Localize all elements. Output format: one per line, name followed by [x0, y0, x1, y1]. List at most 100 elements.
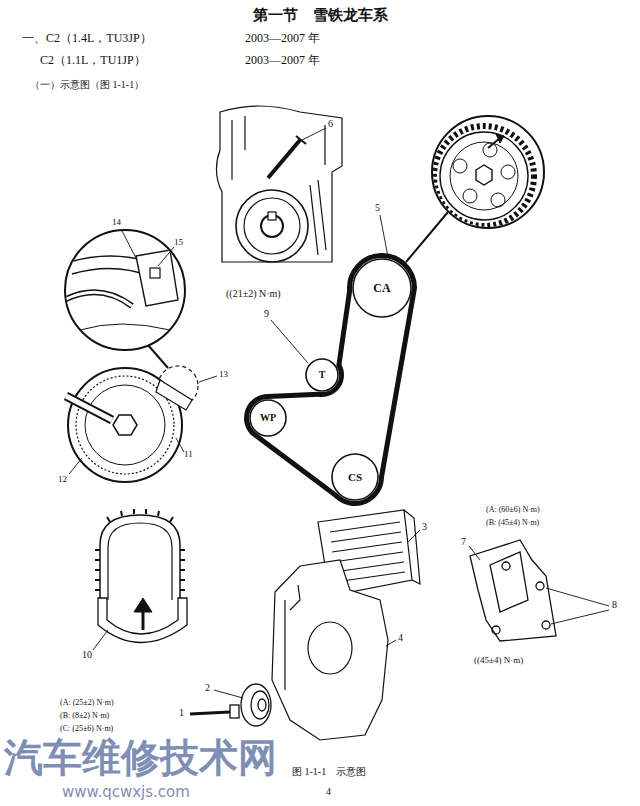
- engine-top-view: [216, 106, 342, 262]
- callout-number: 4: [398, 633, 403, 643]
- tensioner-detail: [148, 345, 168, 368]
- camshaft-pulley-detail: [434, 126, 534, 226]
- pulley-circle: CA: [352, 258, 412, 318]
- camshaft-pulley-detail: [453, 159, 467, 173]
- engine-top-view: [296, 136, 306, 144]
- callout-number: 11: [184, 450, 193, 459]
- lower-cover: [285, 585, 300, 690]
- crankshaft-pulley-view: [66, 368, 192, 482]
- page-number: 4: [326, 787, 331, 797]
- engine-mount-bracket: [536, 582, 544, 590]
- crankshaft-pulley-view: [113, 415, 137, 435]
- watermark-url: www.qcwxjs.com: [62, 785, 190, 800]
- engine-top-view: [236, 190, 308, 262]
- tensioner-detail: [80, 324, 170, 330]
- callout-number: 6: [328, 119, 333, 129]
- leader-line: [199, 376, 217, 382]
- leader-line: [69, 128, 609, 698]
- leader-line: [93, 630, 108, 650]
- camshaft-pulley-detail: [434, 126, 534, 226]
- callout-number: 7: [461, 537, 466, 547]
- engine-mount-bracket: [502, 562, 510, 570]
- leader-line: [386, 640, 396, 646]
- camshaft-pulley-detail: [406, 212, 448, 262]
- engine-top-view: [268, 140, 300, 178]
- leader-line: [408, 530, 420, 542]
- crankshaft-pulley-part: [190, 684, 271, 726]
- callout-number: 13: [219, 370, 228, 379]
- leader-line: [271, 320, 308, 363]
- torque-spec: (C: (25±6) N·m): [60, 725, 113, 733]
- camshaft-pulley-detail: [476, 165, 492, 185]
- camshaft-pulley-detail: [432, 116, 544, 228]
- crankshaft-pulley-view: [66, 396, 112, 420]
- camshaft-pulley-detail: [496, 134, 504, 143]
- timing-belt: [268, 394, 319, 396]
- lower-cover: [308, 622, 352, 674]
- year-range: 2003—2007 年: [245, 32, 320, 44]
- crankshaft-pulley-part: [230, 705, 239, 718]
- leader-line: [214, 690, 243, 698]
- engine-mount-bracket: [492, 626, 500, 634]
- figure-caption: 图 1-1-1 示意图: [292, 767, 366, 777]
- torque-spec: ((21±2) N·m): [226, 289, 281, 299]
- pulley-label: CA: [373, 282, 390, 294]
- crankshaft-pulley-part: [251, 691, 269, 719]
- tensioner-detail: [65, 230, 185, 350]
- pulley-outline: [306, 359, 338, 391]
- belt-direction-detail: [95, 509, 185, 590]
- crankshaft-pulley-part: [258, 699, 266, 711]
- engine-mount-bracket: [470, 540, 556, 641]
- torque-spec: (B: (45±4) N·m): [486, 519, 539, 527]
- callout-number: 12: [58, 475, 67, 484]
- torque-spec: ((45±4) N·m): [474, 656, 523, 665]
- pulley-label: WP: [260, 413, 276, 423]
- leader-line: [176, 438, 184, 452]
- pulley-label: CS: [348, 472, 362, 483]
- crankshaft-pulley-view: [85, 385, 165, 465]
- engine-top-view: [268, 212, 276, 220]
- callout-number: 10: [82, 650, 92, 660]
- tensioner-detail: [64, 292, 132, 306]
- torque-spec: (A: (25±2) N·m): [60, 699, 114, 707]
- year-range: 2003—2007 年: [245, 54, 320, 66]
- leader-line: [121, 229, 136, 258]
- callout-number: 9: [264, 309, 269, 319]
- leader-line: [380, 215, 388, 257]
- timing-belt: [253, 433, 336, 496]
- belt-direction-detail: [100, 515, 180, 600]
- camshaft-pulley-detail: [440, 132, 528, 220]
- tensioner-detail: [136, 250, 178, 306]
- leader-line: [158, 247, 174, 266]
- upper-cover: [404, 510, 420, 584]
- camshaft-pulley-detail: [491, 193, 505, 207]
- engine-mount-bracket: [542, 621, 550, 629]
- belt-direction-detail: [134, 598, 152, 612]
- leader-line: [302, 128, 326, 140]
- section-title: 第一节 雪铁龙车系: [0, 8, 640, 23]
- crankshaft-pulley-part: [190, 712, 230, 714]
- callout-number: 1: [179, 708, 184, 718]
- model-line: 一、C2（1.4L，TU3JP）: [22, 32, 152, 44]
- callout-number: 15: [174, 238, 183, 247]
- lower-cover: [272, 560, 388, 740]
- watermark: 汽车维修技术网: [4, 738, 277, 777]
- pulley-circle: WP: [249, 399, 287, 437]
- camshaft-pulley-detail: [463, 189, 477, 203]
- pulley-circle: CS: [331, 453, 379, 501]
- belt-direction-detail: [142, 610, 145, 630]
- belt-direction-detail: [95, 509, 187, 643]
- callout-number: 8: [612, 600, 617, 610]
- camshaft-pulley-detail: [450, 142, 518, 210]
- engine-mount-bracket: [470, 540, 556, 641]
- callout-number: 2: [205, 683, 210, 693]
- callout-number: 14: [112, 218, 121, 227]
- crankshaft-pulley-view: [66, 396, 112, 420]
- torque-spec: (A: (60±6) N·m): [486, 506, 540, 514]
- pulley-circle: T: [305, 358, 339, 392]
- leader-line: [546, 588, 609, 624]
- timing-belt: [339, 291, 350, 365]
- torque-spec: (B: (8±2) N·m): [60, 712, 109, 720]
